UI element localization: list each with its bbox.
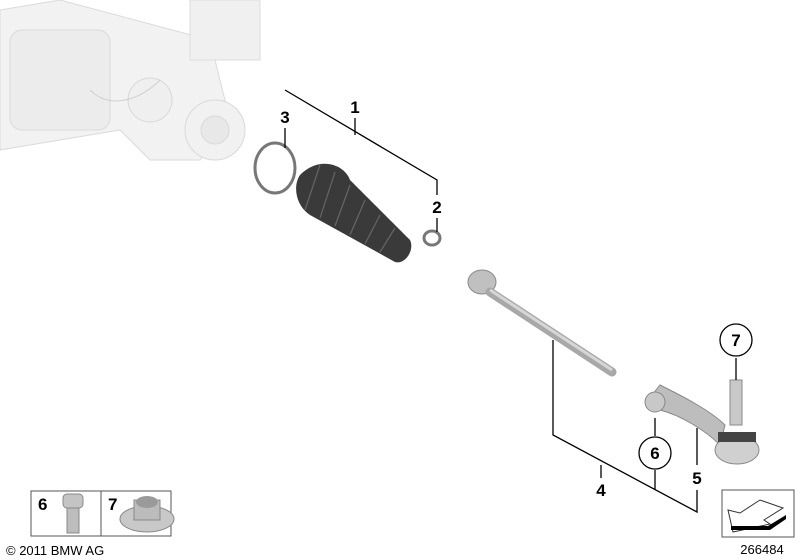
svg-text:6: 6: [38, 495, 47, 514]
legend-box-bolt: 6: [30, 490, 102, 537]
callout-3: 3: [280, 108, 289, 127]
callout-7: 7: [731, 331, 740, 350]
callout-1: 1: [350, 98, 359, 117]
svg-text:7: 7: [108, 495, 117, 514]
view-direction-arrow-box[interactable]: [721, 489, 795, 538]
callout-6: 6: [650, 444, 659, 463]
bellows-boot: [296, 163, 412, 263]
small-clamp: [422, 229, 442, 247]
callout-2: 2: [432, 198, 441, 217]
copyright: © 2011 BMW AG: [6, 543, 104, 558]
inner-tie-rod: [467, 269, 617, 377]
steering-rack-housing: [0, 0, 261, 161]
legend-box-nut: 7: [100, 490, 175, 537]
callout-5: 5: [692, 469, 701, 488]
tie-rod-end: [644, 379, 760, 465]
clamp-ring: [253, 141, 297, 195]
callout-4: 4: [596, 481, 606, 500]
leader-lines: [284, 89, 753, 514]
diagram-number: 266484: [740, 542, 783, 557]
arrow-icon: [727, 499, 785, 533]
